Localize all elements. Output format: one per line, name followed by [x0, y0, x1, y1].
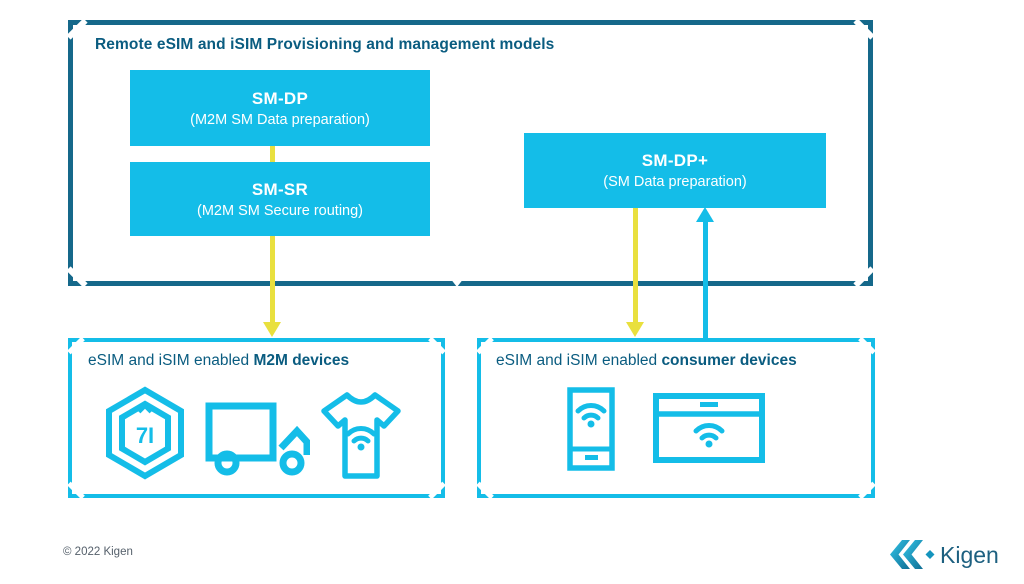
copyright-text: © 2022 Kigen [63, 546, 133, 558]
label-prefix: eSIM and iSIM enabled [496, 352, 662, 369]
arrow-down-head-icon [626, 322, 644, 337]
kigen-chevrons-icon [890, 540, 935, 569]
arrow-consumer-to-smdpplus-line [703, 221, 708, 338]
kigen-logo: Kigen [890, 540, 999, 569]
label-prefix: eSIM and iSIM enabled [88, 352, 254, 369]
hex-badge-text: 7I [136, 423, 154, 448]
m2m-devices-label: eSIM and iSIM enabled M2M devices [88, 352, 349, 370]
node-sm-dp: SM-DP (M2M SM Data preparation) [130, 70, 430, 146]
secure-chip-hexagon-icon: 7I [106, 386, 184, 480]
delivery-truck-icon [205, 402, 310, 476]
label-bold: M2M devices [253, 352, 350, 369]
node-sm-dp-plus: SM-DP+ (SM Data preparation) [524, 133, 826, 208]
connector-smdp-smsr [270, 146, 275, 162]
node-subtitle: (M2M SM Data preparation) [190, 111, 370, 128]
node-subtitle: (M2M SM Secure routing) [197, 202, 363, 219]
m2m-devices-box [68, 338, 445, 498]
arrow-smsr-to-m2m-line [270, 236, 275, 324]
arrow-smdpplus-to-consumer-line [633, 208, 638, 324]
node-sm-sr: SM-SR (M2M SM Secure routing) [130, 162, 430, 236]
node-subtitle: (SM Data preparation) [603, 174, 747, 190]
tv-wifi-icon [653, 393, 765, 463]
arrow-down-head-icon [263, 322, 281, 337]
wifi-icon [693, 423, 725, 441]
consumer-devices-label: eSIM and iSIM enabled consumer devices [496, 352, 797, 370]
diagram-title: Remote eSIM and iSIM Provisioning and ma… [95, 36, 555, 53]
frame-bottom-notch [450, 278, 464, 287]
label-bold: consumer devices [661, 352, 797, 369]
kigen-logo-text: Kigen [940, 542, 999, 568]
wifi-icon [575, 403, 607, 421]
wifi-icon [345, 426, 377, 444]
tshirt-wifi-icon [321, 392, 401, 479]
smartphone-wifi-icon [567, 387, 615, 471]
consumer-devices-box [477, 338, 875, 498]
arrow-up-head-icon [696, 207, 714, 222]
node-title: SM-SR [251, 179, 309, 199]
node-title: SM-DP+ [641, 151, 709, 170]
node-title: SM-DP [251, 88, 309, 108]
